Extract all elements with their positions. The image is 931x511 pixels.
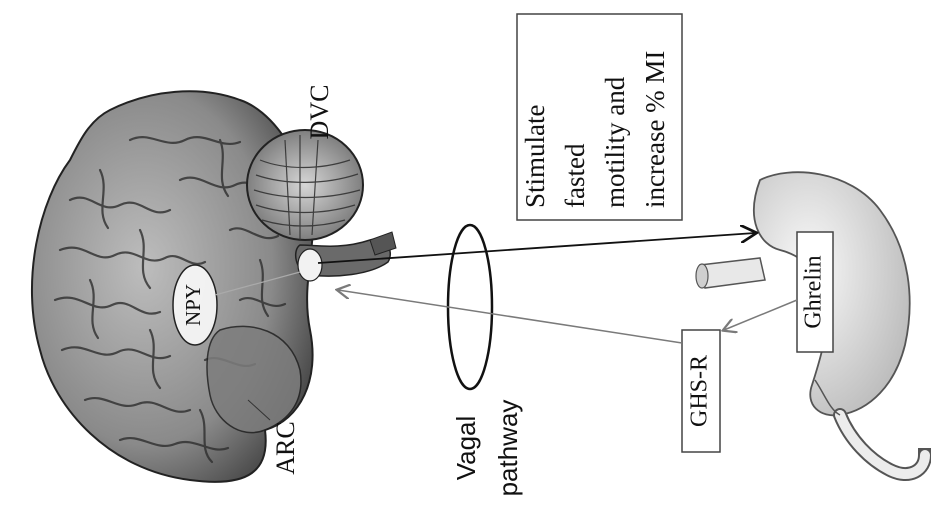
effect-line3: motility and bbox=[600, 76, 630, 208]
dvc-label: DVC bbox=[305, 85, 334, 140]
npy-label: NPY bbox=[181, 284, 205, 326]
dvc-region-oval bbox=[298, 249, 322, 281]
vagal-pathway-ellipse bbox=[448, 225, 492, 389]
esophagus bbox=[700, 258, 765, 288]
afferent-vagal-arrow bbox=[338, 290, 682, 343]
vagal-label-line1: Vagal bbox=[451, 416, 481, 481]
effect-line2: fasted bbox=[560, 143, 590, 208]
ghs-r-label: GHS-R bbox=[687, 355, 713, 427]
spinal-cord bbox=[370, 232, 396, 255]
ghrelin-label: Ghrelin bbox=[801, 255, 827, 328]
effect-line4: increase % MI bbox=[640, 51, 670, 208]
vagal-label-line2: pathway bbox=[493, 400, 523, 497]
arc-label: ARC bbox=[271, 421, 300, 474]
cerebellum bbox=[247, 130, 363, 240]
effect-line1: Stimulate bbox=[520, 104, 550, 208]
ghrelin-to-ghsr-arrow bbox=[724, 300, 797, 330]
